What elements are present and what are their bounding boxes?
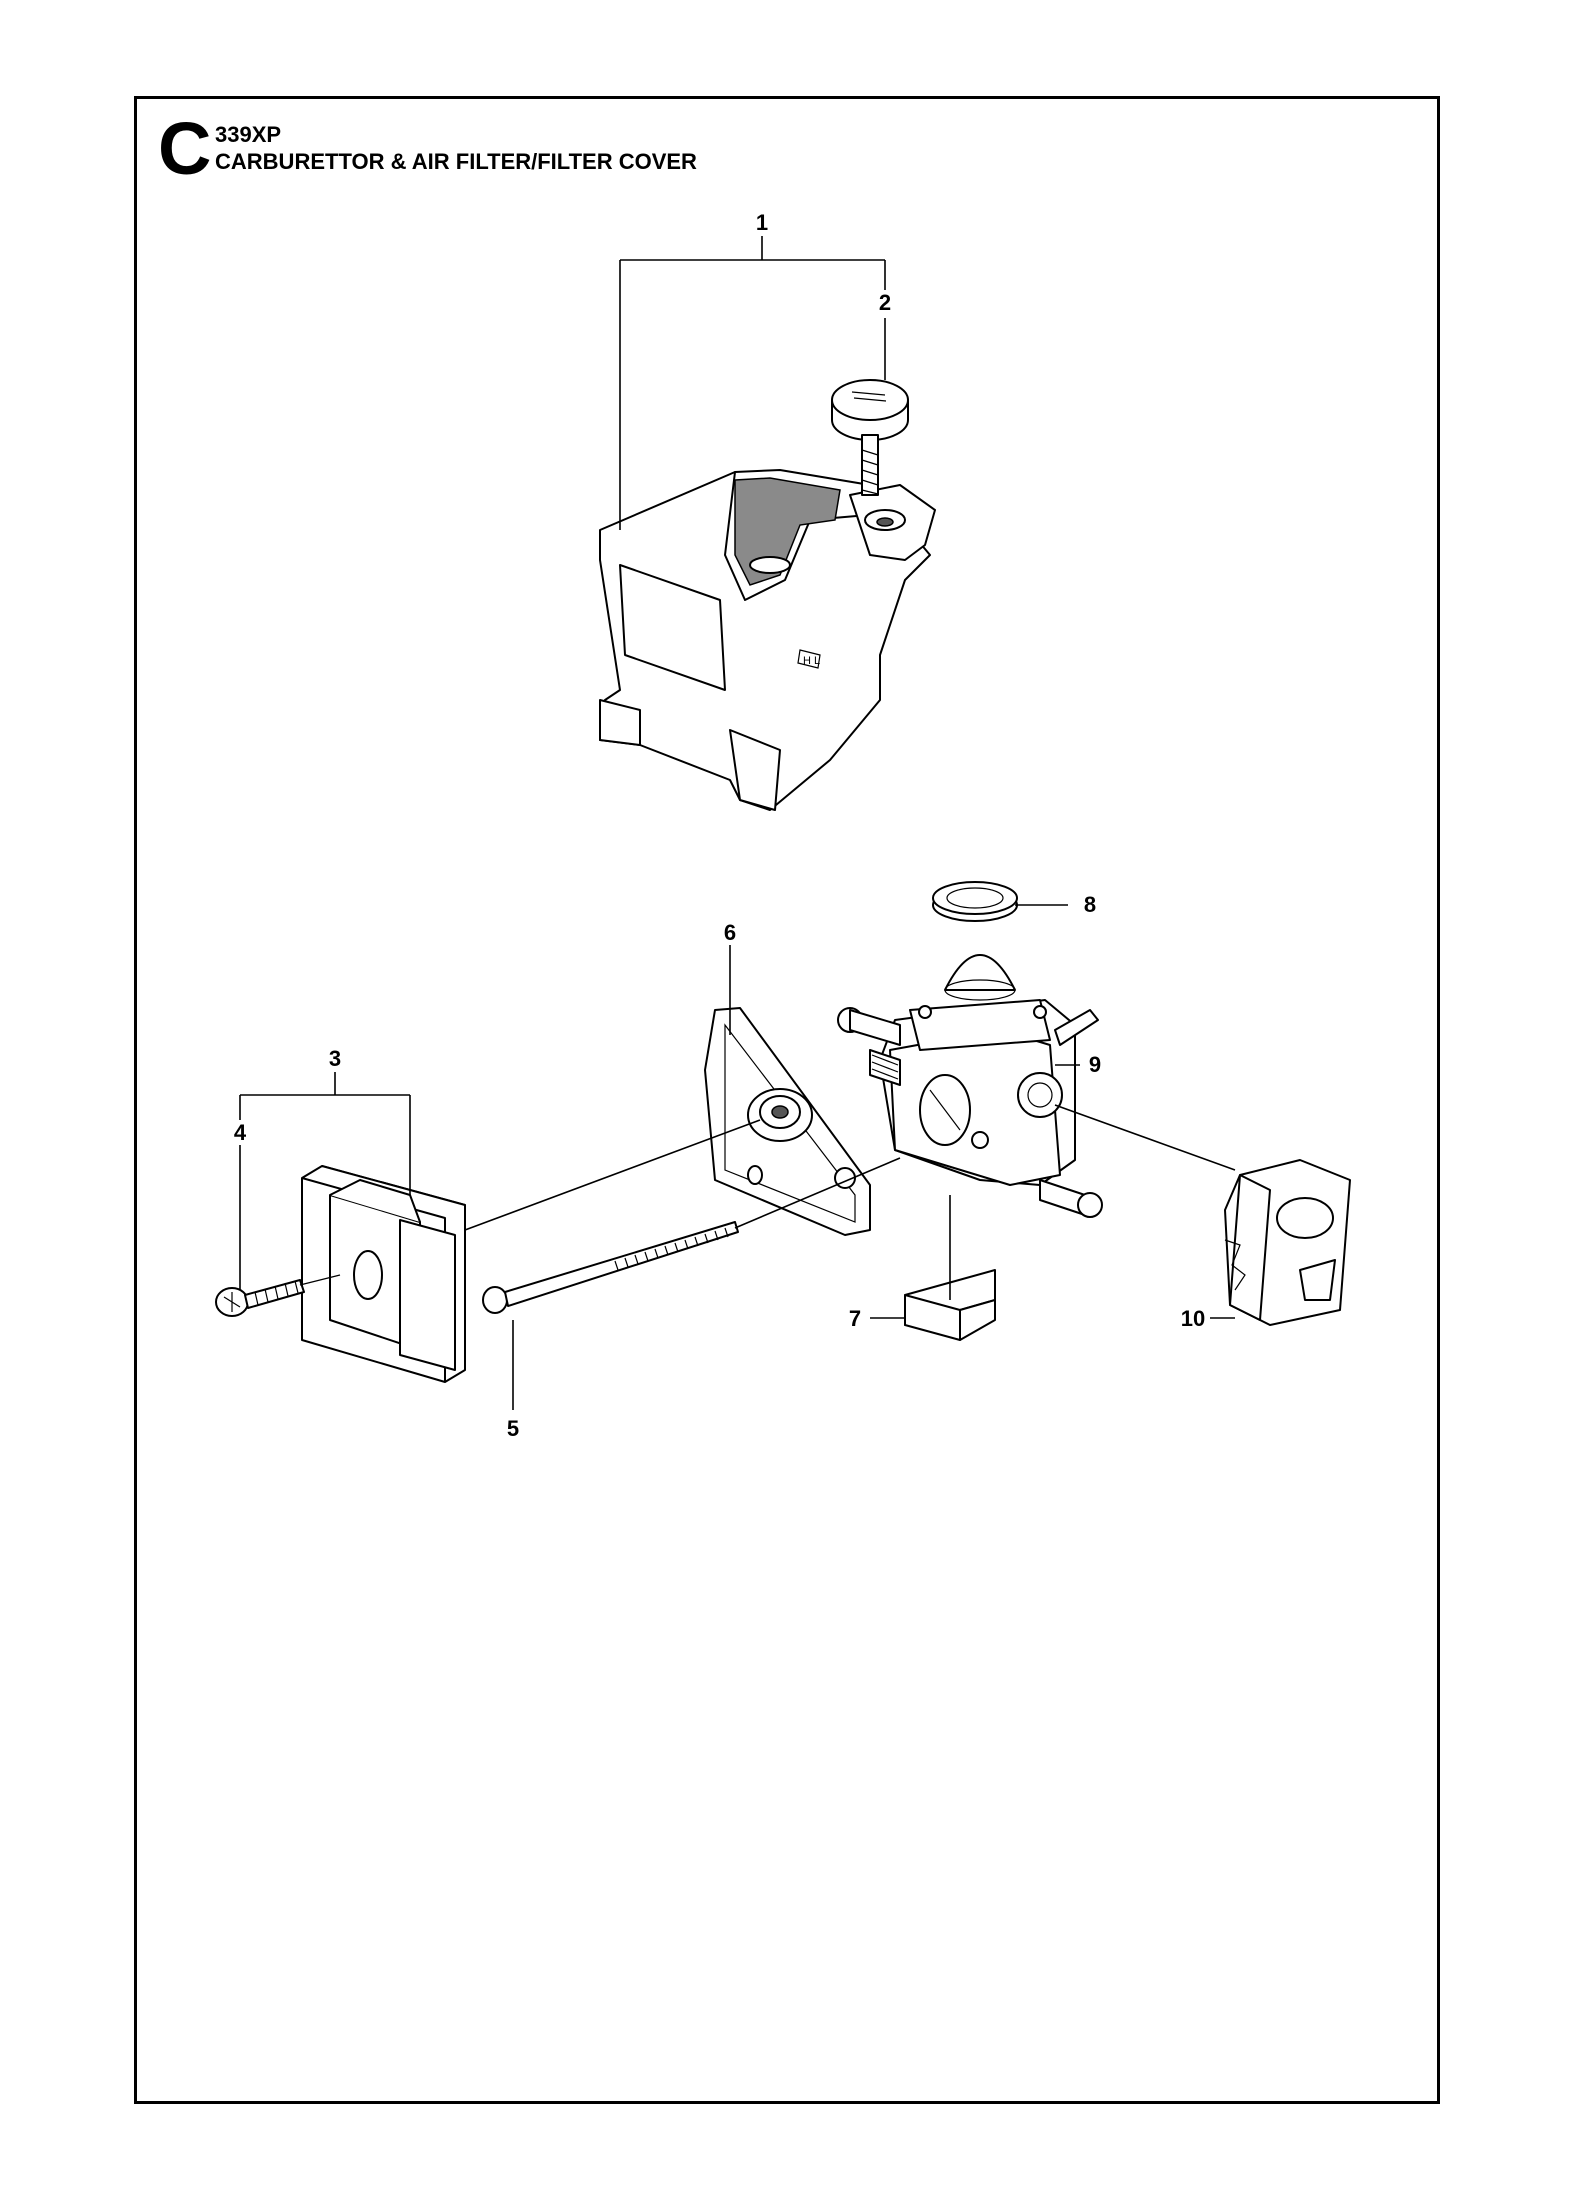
callout-6: 6 [724, 920, 736, 945]
part-5-bolt [482, 1221, 739, 1314]
callout-9: 9 [1089, 1052, 1101, 1077]
callout-7: 7 [849, 1306, 861, 1331]
part-1-filter-cover: H L [599, 469, 936, 811]
part-2-knob-screw [831, 379, 909, 496]
part-10-plate [1224, 1159, 1351, 1326]
page-frame [134, 96, 1440, 2104]
part-3-air-filter [301, 1165, 466, 1383]
svg-text:H L: H L [803, 655, 820, 667]
callout-1: 1 [756, 210, 768, 235]
leader-lines [239, 236, 1236, 1410]
part-8-ring [932, 881, 1018, 922]
callout-4: 4 [234, 1120, 247, 1145]
callout-3: 3 [329, 1046, 341, 1071]
callout-5: 5 [507, 1416, 519, 1441]
callout-labels: 1 2 3 4 5 6 7 8 9 10 [234, 210, 1205, 1441]
callout-8: 8 [1084, 892, 1096, 917]
callout-10: 10 [1181, 1306, 1205, 1331]
part-4-screw [215, 1274, 341, 1317]
diagram-title: CARBURETTOR & AIR FILTER/FILTER COVER [215, 149, 697, 174]
part-9-carburettor [837, 954, 1103, 1218]
callout-2: 2 [879, 290, 891, 315]
section-letter: C [158, 107, 212, 190]
model-number: 339XP [215, 122, 282, 147]
part-6-filter-holder [704, 1007, 871, 1236]
